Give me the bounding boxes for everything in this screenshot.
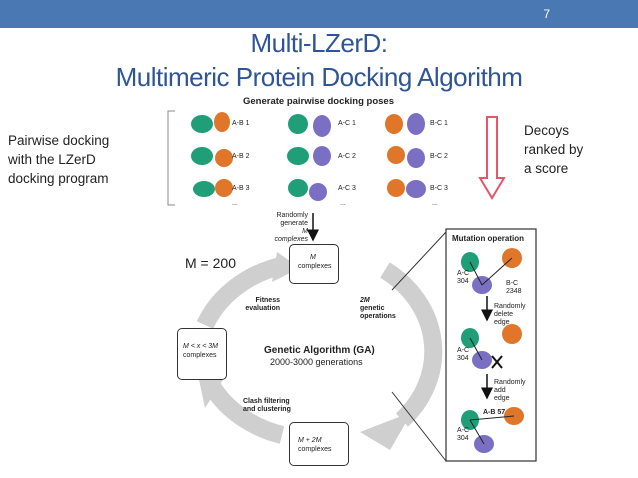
clash-label: Clash filtering and clustering (243, 398, 291, 414)
right-label-line: Decoys (524, 123, 570, 138)
right-label-line: ranked by (524, 142, 584, 157)
box-line: M + 2M (298, 437, 322, 444)
ga-generations: 2000-3000 generations (270, 357, 363, 367)
box-m-complexes: M complexes (289, 244, 339, 284)
random-generate-line: M complexes (274, 228, 308, 243)
left-label-line: docking program (8, 171, 109, 186)
random-generate-line: generate (280, 220, 308, 227)
cross-icon (491, 355, 503, 369)
zoom-line-top (391, 231, 447, 291)
poses-bracket (167, 110, 175, 206)
pose-label: A-B 3 (232, 185, 250, 192)
mutation-ac304-c: A-C 304 (457, 427, 469, 443)
mutation-line: Randomly (494, 303, 526, 310)
mutation-ab57: A-B 57 (483, 409, 506, 416)
pose-label: A-C 3 (338, 185, 356, 192)
fitness-line: Fitness (255, 297, 280, 304)
pose-ab2 (191, 147, 233, 167)
pose-bc3 (387, 179, 426, 198)
mutation-line: A-C (457, 427, 470, 434)
box-line: M (310, 254, 316, 261)
mutation-title: Mutation operation (452, 234, 524, 243)
box-line: complexes (298, 263, 332, 270)
genetic-ops-label: 2M genetic operations (360, 297, 396, 321)
pose-label: B-C 3 (430, 185, 448, 192)
pose-ac2 (287, 146, 331, 166)
pose-ab1 (191, 112, 230, 133)
left-label-line: with the LZerD (8, 152, 96, 167)
mutation-add-edge: Randomly add edge (494, 379, 526, 403)
pose-grid (191, 112, 426, 201)
pose-ellipsis: ... (232, 200, 238, 207)
pose-label: B-C 2 (430, 153, 448, 160)
mutation-ac304-a: A-C 304 (457, 270, 469, 286)
mutation-line: 304 (457, 278, 469, 285)
pose-label: A-C 2 (338, 153, 356, 160)
mutation-line: A-C (457, 270, 470, 277)
mutation-line: 2348 (506, 288, 522, 295)
box-line: complexes (183, 352, 217, 359)
ranking-arrow (478, 116, 506, 200)
genetic-ops-line: 2M (360, 297, 370, 304)
pose-ellipsis: ... (432, 200, 438, 207)
ga-title: Genetic Algorithm (GA) (264, 345, 375, 356)
m-equals-label: M = 200 (185, 255, 236, 271)
mutation-line: 304 (457, 435, 469, 442)
pose-label: A-C 1 (338, 120, 356, 127)
clash-line: Clash filtering (243, 398, 290, 405)
poses-title: Generate pairwise docking poses (243, 96, 394, 107)
box-mx-complexes: M < x < 3M complexes (177, 328, 227, 380)
mutation-line: add (494, 387, 506, 394)
mutation-line: A-C (457, 347, 470, 354)
right-label: Decoys ranked by a score (524, 121, 583, 178)
pose-ellipsis: ... (340, 200, 346, 207)
clash-line: and clustering (243, 406, 291, 413)
top-bar (0, 0, 638, 28)
pose-label: A-B 2 (232, 153, 250, 160)
pose-ab3 (193, 179, 233, 197)
mutation-delete-edge: Randomly delete edge (494, 303, 526, 327)
zoom-line-bottom (391, 391, 447, 462)
title-line-1: Multi-LZerD: (250, 28, 388, 58)
box-m2m-complexes: M + 2M complexes (289, 422, 349, 466)
pose-label: B-C 1 (430, 120, 448, 127)
mutation-line: 304 (457, 355, 469, 362)
pose-ac3 (288, 179, 327, 201)
genetic-ops-line: genetic (360, 305, 385, 312)
mutation-molecule-2 (461, 324, 522, 369)
mutation-line: edge (494, 395, 510, 402)
pose-bc2 (387, 146, 425, 168)
mutation-line: delete (494, 311, 514, 318)
mutation-line: Randomly (494, 379, 526, 386)
random-generate-label: Randomly generate M complexes (270, 212, 308, 244)
box-line: M < x < 3M (183, 343, 219, 350)
pose-label: A-B 1 (232, 120, 250, 127)
genetic-ops-line: operations (360, 313, 396, 320)
left-label-line: Pairwise docking (8, 133, 110, 148)
mutation-line: B-C (506, 280, 519, 287)
mutation-bc2348: B-C 2348 (506, 280, 522, 296)
box-line: complexes (298, 446, 332, 453)
right-label-line: a score (524, 161, 569, 176)
fitness-label: Fitness evaluation (238, 297, 280, 313)
ga-cycle (196, 256, 443, 444)
ga-cycle-heads (198, 252, 412, 450)
slide-number: 7 (543, 7, 550, 21)
pose-bc1 (385, 113, 425, 135)
mutation-molecule-3 (461, 407, 524, 453)
title-line-2: Multimeric Protein Docking Algorithm (115, 62, 523, 92)
random-generate-line: Randomly (276, 212, 308, 219)
mutation-line: edge (494, 319, 510, 326)
mutation-molecule-1 (461, 248, 522, 294)
pose-ac1 (288, 114, 331, 137)
left-label: Pairwise docking with the LZerD docking … (8, 131, 109, 188)
mutation-ac304-b: A-C 304 (457, 347, 469, 363)
fitness-line: evaluation (245, 305, 280, 312)
